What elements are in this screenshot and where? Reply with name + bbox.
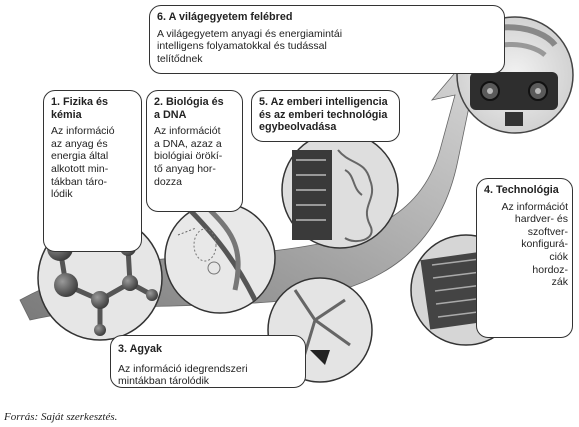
stage-5-title: 5. Az emberi intelligencia és az emberi … bbox=[259, 96, 388, 134]
stage-3-text: Az információ idegrendszeri mintákban tá… bbox=[118, 362, 248, 388]
stage-2-text: Az információt a DNA, azaz a biológiai ö… bbox=[154, 125, 223, 188]
stage-3-title: 3. Agyak bbox=[118, 343, 163, 355]
brain-circuit-circle bbox=[281, 131, 399, 249]
stage-3-callout: 3. Agyak Az információ idegrendszeri min… bbox=[110, 335, 306, 388]
source-caption: Forrás: Saját szerkesztés. bbox=[4, 411, 118, 423]
stage-4-text: Az információt hardver- és szoftver- kon… bbox=[501, 200, 568, 289]
stage-6-title: 6. A világegyetem felébred bbox=[157, 11, 293, 23]
dna-circle bbox=[164, 202, 276, 314]
stage-6-text: A világegyetem anyagi és energiamintái i… bbox=[157, 27, 343, 65]
stage-4-title: 4. Technológia bbox=[484, 184, 559, 196]
stage-1-callout: 1. Fizika és kémia Az információ az anya… bbox=[43, 90, 142, 252]
stage-2-title: 2. Biológia és a DNA bbox=[154, 96, 224, 121]
stage-4-callout: 4. Technológia Az információt hardver- é… bbox=[476, 178, 573, 338]
stage-1-title: 1. Fizika és kémia bbox=[51, 96, 109, 121]
stage-2-callout: 2. Biológia és a DNA Az információt a DN… bbox=[146, 90, 243, 212]
stage-5-callout: 5. Az emberi intelligencia és az emberi … bbox=[251, 90, 400, 142]
stage-1-text: Az információ az anyag és energia által … bbox=[51, 125, 115, 201]
stage-6-callout: 6. A világegyetem felébred A világegyete… bbox=[149, 5, 505, 74]
